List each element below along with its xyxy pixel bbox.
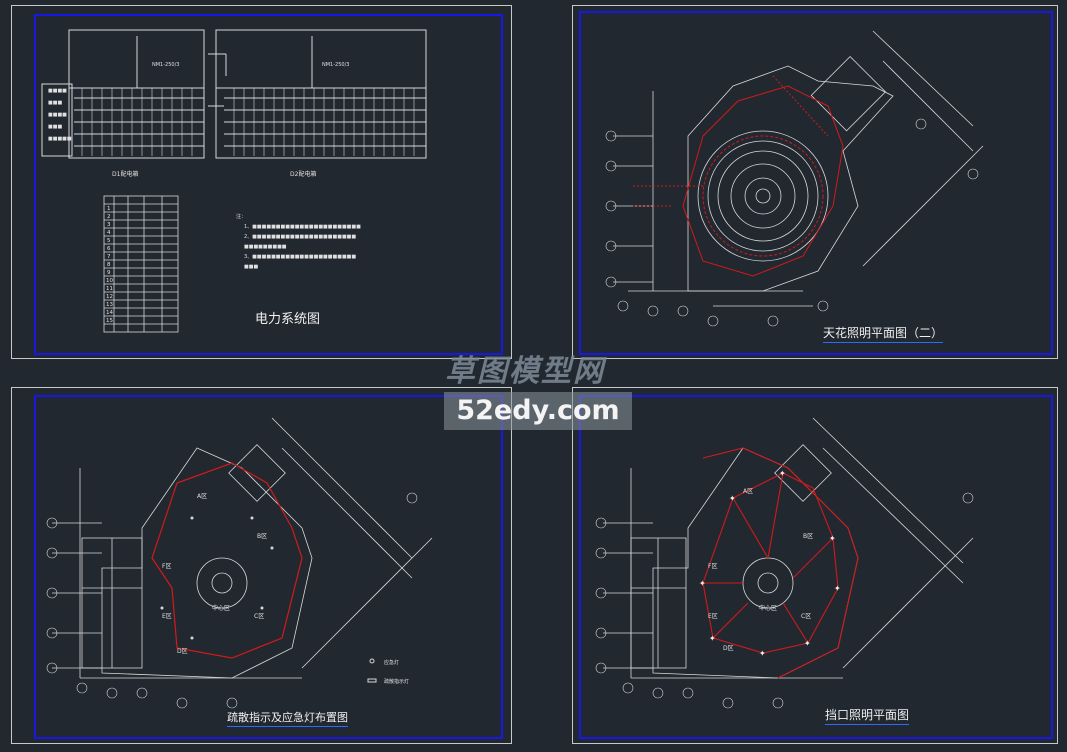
watermark-url: 52edy.com bbox=[444, 392, 632, 430]
sheet-lighting: ✦ ✦ ✦ ✦ ✦ ✦ ✦ ✦ A区 B区 C区 D区 E区 F区 中心区 挡口照明平面图 bbox=[572, 387, 1058, 744]
center-zone-label: 中心区 bbox=[212, 604, 230, 612]
svg-text:✦: ✦ bbox=[779, 469, 786, 478]
evacuation-plan-drawing: A区 B区 C区 D区 E区 F区 中心区 应急灯 疏散指示灯 bbox=[46, 417, 433, 709]
sheet-title: 挡口照明平面图 bbox=[825, 706, 910, 725]
sheet-title: 疏散指示及应急灯布置图 bbox=[227, 709, 348, 727]
svg-text:8: 8 bbox=[107, 262, 111, 268]
svg-text:6: 6 bbox=[107, 246, 111, 252]
sheet-frame bbox=[34, 395, 503, 739]
panel-d2-label: D2配电箱 bbox=[290, 170, 316, 178]
zone-label: C区 bbox=[254, 613, 264, 620]
svg-text:■■■: ■■■ bbox=[48, 100, 62, 106]
center-zone-label: 中心区 bbox=[759, 604, 777, 612]
sheet-power-system: ■■■■■■■■■■■ ■■■■■■■■ NM1-250/3 NM1-250/3… bbox=[11, 5, 512, 359]
watermark-text: 草图模型网 bbox=[445, 354, 605, 389]
zone-label: A区 bbox=[197, 493, 207, 500]
legend-evacuation-sign: 疏散指示灯 bbox=[384, 678, 409, 685]
panel-d1-label: D1配电箱 bbox=[112, 170, 138, 178]
svg-text:7: 7 bbox=[107, 254, 111, 260]
lighting-plan-drawing: ✦ ✦ ✦ ✦ ✦ ✦ ✦ ✦ A区 B区 C区 D区 E区 F区 中心区 bbox=[595, 417, 974, 709]
svg-text:✦: ✦ bbox=[829, 534, 836, 543]
sheet-title: 电力系统图 bbox=[255, 312, 321, 327]
zone-label: C区 bbox=[801, 613, 811, 620]
zone-label: D区 bbox=[177, 648, 188, 655]
breaker-2-label: NM1-250/3 bbox=[322, 62, 349, 68]
zone-label: B区 bbox=[257, 533, 267, 540]
svg-text:11: 11 bbox=[106, 286, 113, 292]
svg-text:1: 1 bbox=[107, 206, 111, 212]
svg-text:■■■: ■■■ bbox=[244, 264, 258, 270]
svg-text:14: 14 bbox=[106, 310, 113, 316]
sheet-evacuation: A区 B区 C区 D区 E区 F区 中心区 应急灯 疏散指示灯 疏散指示及应急灯… bbox=[11, 387, 512, 744]
zone-label: F区 bbox=[162, 563, 171, 570]
sheet-frame bbox=[579, 395, 1053, 739]
zone-label: F区 bbox=[708, 563, 717, 570]
svg-text:4: 4 bbox=[107, 230, 111, 236]
legend-emergency-light: 应急灯 bbox=[384, 659, 399, 666]
svg-text:■■■: ■■■ bbox=[48, 124, 62, 130]
sheet-frame bbox=[579, 11, 1053, 355]
svg-text:3: 3 bbox=[107, 222, 111, 228]
svg-text:3、■■■■■■■■■■■■■■■■■■■■■■: 3、■■■■■■■■■■■■■■■■■■■■■■ bbox=[244, 254, 356, 260]
zone-label: E区 bbox=[162, 613, 172, 620]
svg-text:15: 15 bbox=[106, 318, 113, 324]
svg-text:■■■■: ■■■■ bbox=[48, 88, 67, 94]
svg-text:2、■■■■■■■■■■■■■■■■■■■■■■: 2、■■■■■■■■■■■■■■■■■■■■■■ bbox=[244, 234, 356, 240]
zone-label: D区 bbox=[723, 645, 734, 652]
svg-text:■■■■■■■■■: ■■■■■■■■■ bbox=[244, 244, 287, 250]
zone-label: A区 bbox=[743, 488, 753, 495]
svg-text:✦: ✦ bbox=[699, 579, 706, 588]
svg-text:✦: ✦ bbox=[804, 639, 811, 648]
power-system-drawing: ■■■■■■■■■■■ ■■■■■■■■ NM1-250/3 NM1-250/3… bbox=[41, 29, 427, 333]
svg-text:2: 2 bbox=[107, 214, 111, 220]
zone-label: E区 bbox=[708, 613, 718, 620]
svg-text:■■■■■: ■■■■■ bbox=[48, 136, 72, 142]
svg-text:12: 12 bbox=[106, 294, 113, 300]
breaker-1-label: NM1-250/3 bbox=[152, 62, 179, 68]
svg-text:✦: ✦ bbox=[709, 634, 716, 643]
svg-text:9: 9 bbox=[107, 270, 111, 276]
svg-text:■■■■: ■■■■ bbox=[48, 112, 67, 118]
svg-text:✦: ✦ bbox=[834, 584, 841, 593]
sheet-frame bbox=[34, 14, 503, 355]
sheet-title: 天花照明平面图（二） bbox=[823, 324, 944, 343]
svg-text:5: 5 bbox=[107, 238, 111, 244]
ceiling-plan-drawing bbox=[605, 30, 984, 327]
svg-text:✦: ✦ bbox=[759, 649, 766, 658]
svg-text:1、■■■■■■■■■■■■■■■■■■■■■■■: 1、■■■■■■■■■■■■■■■■■■■■■■■ bbox=[244, 224, 361, 230]
sheet-ceiling-lighting: 天花照明平面图（二） bbox=[572, 5, 1058, 359]
zone-label: B区 bbox=[803, 533, 813, 540]
svg-text:13: 13 bbox=[106, 302, 113, 308]
svg-text:✦: ✦ bbox=[729, 494, 736, 503]
svg-text:注：: 注： bbox=[236, 213, 246, 220]
svg-text:10: 10 bbox=[106, 278, 113, 284]
